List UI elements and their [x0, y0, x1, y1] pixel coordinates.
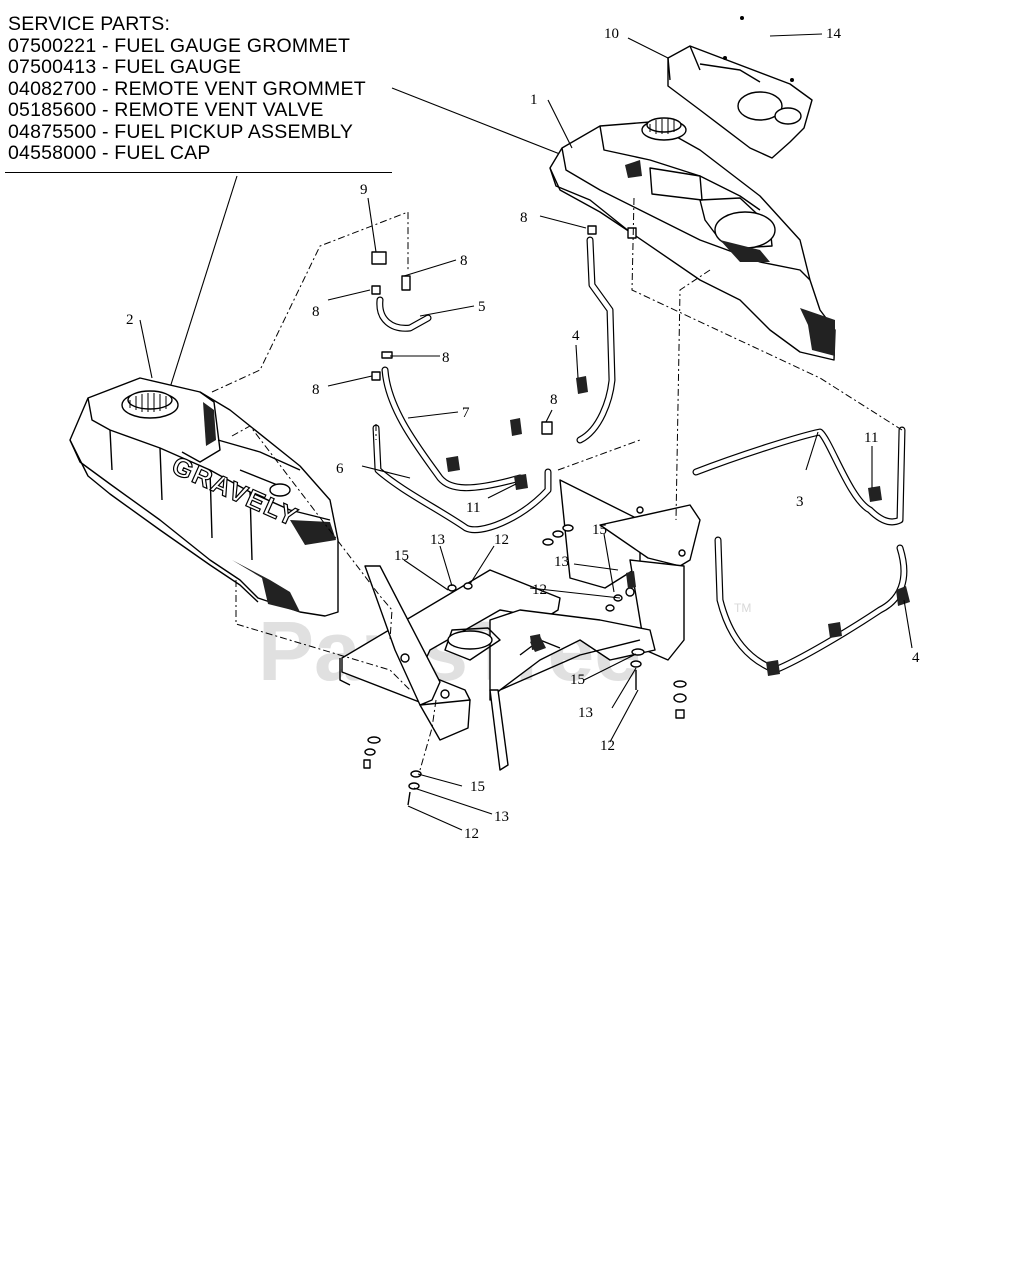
callout-4: 4	[572, 328, 580, 344]
hose-set	[372, 236, 908, 674]
callout-6: 6	[336, 461, 344, 477]
fuel-tank-left: GRAVELY	[69, 377, 339, 617]
callout-13: 13	[554, 554, 569, 570]
service-part-item: 05185600 - REMOTE VENT VALVE	[8, 99, 324, 121]
callout-15: 15	[394, 548, 409, 564]
service-parts-list: SERVICE PARTS: 07500221 - FUEL GAUGE GRO…	[8, 13, 392, 165]
service-part-item: 07500221 - FUEL GAUGE GROMMET	[8, 34, 351, 57]
clamps-and-fittings	[371, 225, 910, 676]
callout-7: 7	[462, 405, 470, 421]
service-part-item: 04082700 - REMOTE VENT GROMMET	[8, 77, 366, 100]
leader-service-to-tank-2	[167, 175, 238, 395]
callout-15: 15	[570, 672, 585, 688]
callout-8: 8	[550, 392, 558, 408]
service-part-item: 04875500 - FUEL PICKUP ASSEMBLY	[8, 120, 354, 143]
callout-15: 15	[470, 779, 485, 795]
callout-8: 8	[520, 210, 528, 226]
service-part-item: 07500413 - FUEL GAUGE	[8, 56, 242, 78]
fuel-gauge-bezel	[667, 16, 813, 159]
callout-13: 13	[578, 705, 593, 721]
callout-11: 11	[466, 500, 480, 516]
callout-leaders	[139, 33, 913, 831]
fuel-tank-right	[549, 117, 836, 361]
callout-3: 3	[796, 494, 804, 510]
callout-8: 8	[312, 382, 320, 398]
callout-8: 8	[442, 350, 450, 366]
callout-4: 4	[912, 650, 920, 666]
callout-12: 12	[464, 826, 479, 842]
callout-2: 2	[126, 312, 134, 328]
hardware-fasteners	[363, 524, 687, 806]
callout-5: 5	[478, 299, 486, 315]
callout-13: 13	[430, 532, 445, 548]
callout-12: 12	[532, 582, 547, 598]
leader-service-to-tank-1	[391, 87, 571, 159]
callout-labels: 1 2 3 4 4 5 6 7 8 8 8 8 8 8 9 10 11 11 1…	[126, 26, 920, 842]
service-parts-divider	[5, 172, 392, 173]
tank-mount-frame	[339, 479, 701, 771]
callout-9: 9	[360, 182, 368, 198]
callout-13: 13	[494, 809, 509, 825]
callout-1: 1	[530, 92, 538, 108]
callout-8: 8	[312, 304, 320, 320]
callout-11: 11	[864, 430, 878, 446]
service-parts-heading: SERVICE PARTS:	[8, 13, 171, 35]
assembly-lines	[211, 197, 903, 771]
service-part-item: 04558000 - FUEL CAP	[8, 142, 211, 164]
callout-12: 12	[494, 532, 509, 548]
callout-10: 10	[604, 26, 619, 42]
watermark-tm: TM	[734, 601, 751, 615]
callout-15: 15	[592, 522, 607, 538]
callout-8: 8	[460, 253, 468, 269]
callout-12: 12	[600, 738, 615, 754]
callout-14: 14	[826, 26, 842, 42]
